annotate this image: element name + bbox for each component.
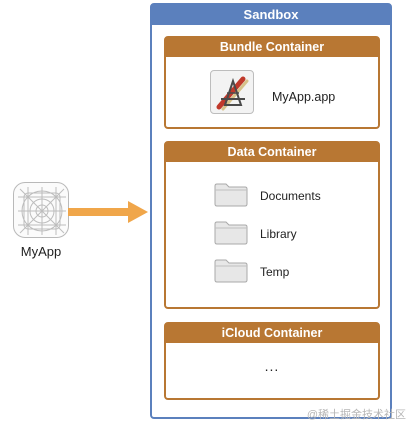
app-label: MyApp xyxy=(20,244,62,259)
bundle-container-title: Bundle Container xyxy=(166,38,378,57)
data-container-title: Data Container xyxy=(166,143,378,162)
icloud-container: iCloud Container ... xyxy=(164,322,380,400)
app-blueprint-icon xyxy=(13,182,69,238)
xcode-app-icon xyxy=(210,70,254,114)
data-container: Data Container Documents Library Temp xyxy=(164,141,380,309)
icloud-ellipsis: ... xyxy=(264,358,280,374)
bundle-container: Bundle Container MyApp.app xyxy=(164,36,380,129)
bundle-app-label: MyApp.app xyxy=(272,90,336,104)
folder-icon xyxy=(214,221,248,245)
folder-label: Library xyxy=(260,227,297,241)
watermark: @稀土掘金技术社区 xyxy=(306,409,406,421)
icloud-container-title: iCloud Container xyxy=(166,324,378,343)
folder-icon xyxy=(214,259,248,283)
arrow-right-icon xyxy=(68,201,148,223)
folder-icon xyxy=(214,183,248,207)
sandbox-title: Sandbox xyxy=(152,5,390,25)
folder-label: Temp xyxy=(260,265,290,279)
folder-label: Documents xyxy=(260,189,321,203)
